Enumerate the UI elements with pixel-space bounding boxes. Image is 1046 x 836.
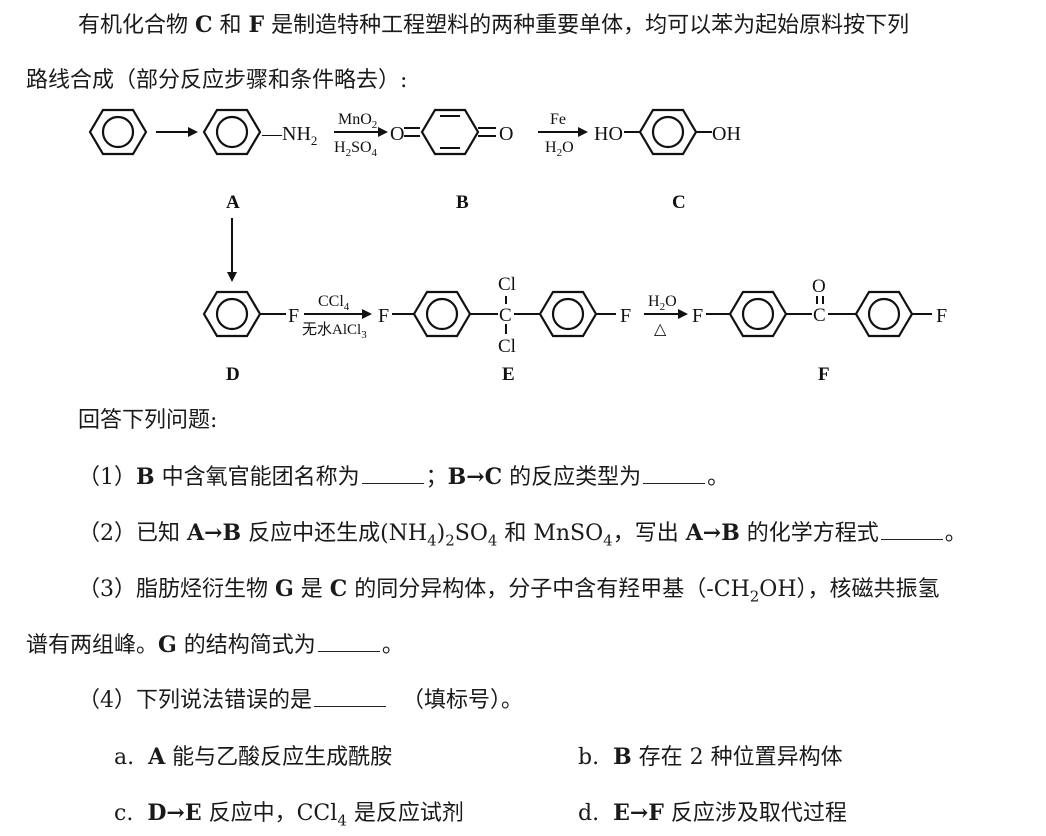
svg-text:O: O — [499, 123, 513, 145]
svg-text:F: F — [288, 305, 299, 327]
svg-text:F: F — [936, 305, 947, 327]
questions-prompt: 回答下列问题: — [78, 408, 218, 433]
svg-text:B: B — [456, 192, 469, 213]
hydroquinone-ring — [638, 108, 698, 156]
svg-text:O: O — [390, 123, 404, 145]
option-c: c. D→E 反应中，CCl4 是反应试剂 — [114, 800, 464, 830]
svg-text:MnO2: MnO2 — [338, 111, 377, 131]
e-left-ring — [412, 290, 472, 338]
svg-text:F: F — [818, 364, 830, 385]
aniline-ring — [202, 108, 262, 156]
svg-text:C: C — [813, 305, 826, 326]
question-2: （2）已知 A→B 反应中还生成(NH4)2SO4 和 MnSO4，写出 A→B… — [78, 520, 967, 550]
svg-text:O: O — [812, 276, 826, 297]
svg-text:C: C — [672, 192, 686, 213]
svg-text:Cl: Cl — [498, 274, 516, 295]
svg-text:C: C — [499, 305, 512, 326]
svg-text:OH: OH — [712, 123, 741, 145]
svg-text:HO: HO — [594, 123, 623, 145]
svg-text:H2SO4: H2SO4 — [334, 139, 378, 159]
question-4: （4）下列说法错误的是 （填标号）。 — [78, 688, 524, 713]
f-right-ring — [854, 290, 914, 338]
intro-line-1: 有机化合物 C 和 F 是制造特种工程塑料的两种重要单体，均可以苯为起始原料按下… — [78, 12, 910, 38]
answer-blank[interactable] — [317, 650, 380, 652]
question-3-line-1: （3）脂肪烃衍生物 G 是 C 的同分异构体，分子中含有羟甲基（-CH2OH），… — [78, 576, 940, 606]
benzene-ring — [88, 108, 148, 156]
svg-text:H2O: H2O — [545, 139, 574, 159]
svg-text:D: D — [226, 364, 240, 385]
answer-blank[interactable] — [314, 705, 387, 707]
svg-text:—NH2: —NH2 — [261, 123, 317, 148]
option-b: b. B 存在 2 种位置异构体 — [578, 744, 843, 770]
answer-blank[interactable] — [643, 482, 706, 484]
question-1: （1）B 中含氧官能团名称为；B→C 的反应类型为。 — [78, 464, 730, 490]
svg-text:A: A — [226, 192, 240, 213]
quinone-ring — [420, 108, 480, 156]
svg-text:△: △ — [654, 321, 667, 338]
svg-text:Cl: Cl — [498, 336, 516, 357]
svg-text:无水AlCl3: 无水AlCl3 — [302, 321, 367, 341]
intro-line-2: 路线合成（部分反应步骤和条件略去）: — [26, 68, 408, 93]
f-left-ring — [728, 290, 788, 338]
svg-text:Fe: Fe — [550, 111, 566, 128]
option-d: d. E→F 反应涉及取代过程 — [578, 800, 847, 826]
svg-text:CCl4: CCl4 — [318, 293, 350, 313]
option-a: a. A 能与乙酸反应生成酰胺 — [114, 744, 393, 770]
svg-text:F: F — [378, 305, 389, 327]
question-3-line-2: 谱有两组峰。G 的结构简式为。 — [26, 632, 404, 658]
svg-text:F: F — [620, 305, 631, 327]
reaction-scheme: —NH2 A MnO2 H2SO4 O O B Fe H2O HO OH C F… — [88, 108, 947, 385]
svg-text:H2O: H2O — [648, 293, 677, 313]
svg-text:E: E — [502, 364, 515, 385]
answer-blank[interactable] — [880, 538, 943, 540]
answer-blank[interactable] — [361, 482, 424, 484]
svg-text:F: F — [692, 305, 703, 327]
fluorobenzene-ring — [202, 290, 262, 338]
e-right-ring — [538, 290, 598, 338]
